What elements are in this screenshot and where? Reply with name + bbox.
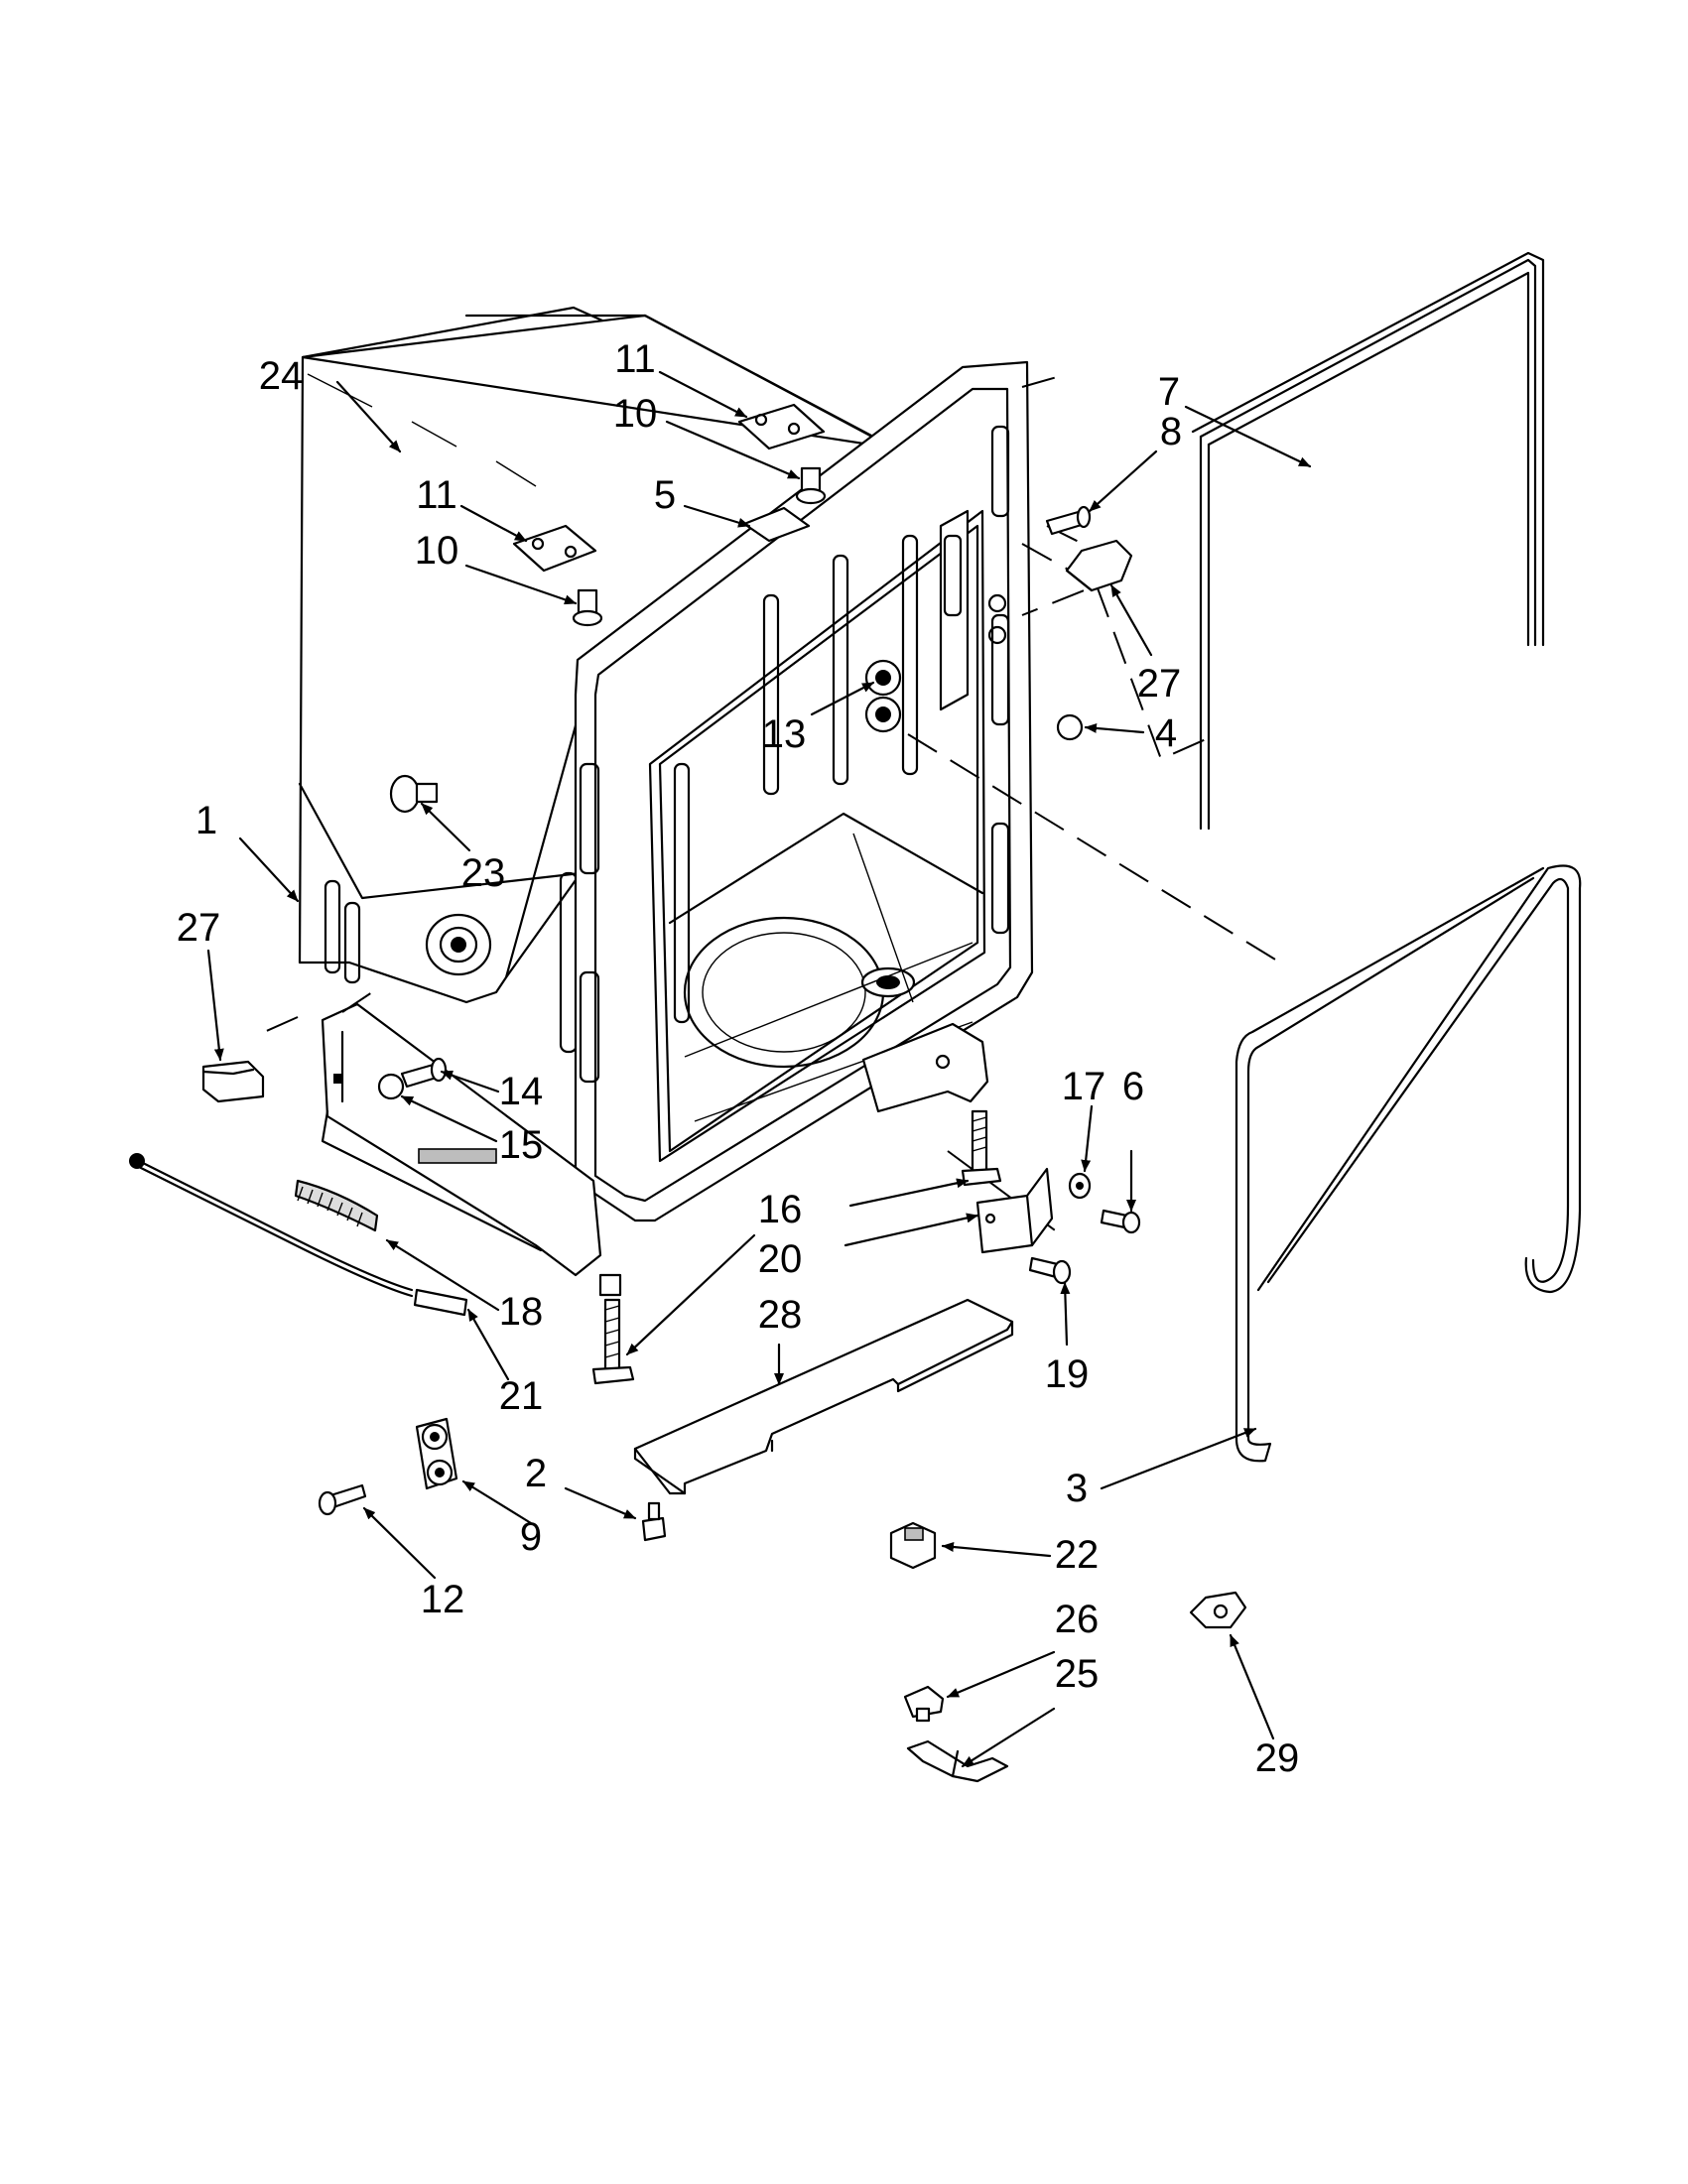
foot-2 bbox=[641, 1501, 667, 1542]
roller-set bbox=[864, 659, 902, 733]
mounting-bracket bbox=[975, 1167, 1054, 1254]
plug-4 bbox=[1056, 713, 1084, 741]
label-21: 21 bbox=[499, 1374, 544, 1418]
label-2: 2 bbox=[525, 1452, 547, 1495]
label-12: 12 bbox=[421, 1578, 465, 1621]
label-26: 26 bbox=[1055, 1598, 1100, 1641]
plug-23 bbox=[389, 774, 439, 814]
dishwasher-tub bbox=[298, 306, 1034, 1277]
label-1: 1 bbox=[195, 799, 217, 842]
hinge-bracket-upper bbox=[737, 403, 826, 450]
bumper-lower bbox=[201, 1060, 265, 1103]
label-27-lower: 27 bbox=[177, 906, 221, 950]
label-9: 9 bbox=[520, 1515, 542, 1559]
hinge-bracket-lower bbox=[512, 524, 597, 573]
label-5: 5 bbox=[654, 473, 676, 517]
screw-8 bbox=[1045, 505, 1092, 536]
bumper-upper bbox=[1065, 539, 1133, 592]
label-17: 17 bbox=[1062, 1065, 1106, 1108]
leader-lines bbox=[206, 370, 1312, 1768]
label-15: 15 bbox=[499, 1123, 544, 1167]
label-23: 23 bbox=[461, 851, 506, 895]
label-6: 6 bbox=[1122, 1065, 1144, 1108]
label-4: 4 bbox=[1155, 711, 1177, 755]
label-24: 24 bbox=[259, 354, 304, 398]
screw-6 bbox=[1100, 1209, 1141, 1234]
label-22: 22 bbox=[1055, 1533, 1100, 1577]
label-16-upper: 16 bbox=[758, 1188, 803, 1231]
tub-base-bracket bbox=[321, 1002, 602, 1277]
label-7: 7 bbox=[1158, 370, 1180, 414]
label-25: 25 bbox=[1055, 1652, 1100, 1696]
door-seal-upper bbox=[1191, 251, 1545, 831]
latch-29 bbox=[1189, 1591, 1247, 1629]
label-8: 8 bbox=[1160, 410, 1182, 453]
label-14: 14 bbox=[499, 1070, 544, 1113]
bracket-25 bbox=[906, 1739, 1009, 1783]
label-10-lower: 10 bbox=[415, 529, 459, 573]
label-20: 20 bbox=[758, 1237, 803, 1281]
roller-pair bbox=[415, 1417, 458, 1490]
label-29: 29 bbox=[1255, 1736, 1300, 1780]
callout-labels: 24 11 10 11 10 5 7 8 27 4 13 23 1 27 14 … bbox=[177, 337, 1300, 1780]
label-11-lower: 11 bbox=[416, 473, 457, 517]
stop-26 bbox=[903, 1685, 945, 1723]
screw-upper bbox=[795, 466, 827, 505]
label-27-upper: 27 bbox=[1137, 662, 1182, 706]
kick-plate bbox=[633, 1298, 1014, 1495]
leveling-leg-lower bbox=[591, 1273, 635, 1385]
washer-17 bbox=[1068, 1172, 1092, 1200]
bolt-12 bbox=[318, 1483, 367, 1516]
label-13: 13 bbox=[762, 712, 807, 756]
top-clip bbox=[742, 506, 811, 543]
screw-lower bbox=[572, 588, 603, 627]
leveling-leg-upper bbox=[961, 1109, 1002, 1187]
label-18: 18 bbox=[499, 1290, 544, 1334]
drain-hose bbox=[129, 1153, 414, 1298]
tub-gasket bbox=[1234, 864, 1582, 1463]
label-3: 3 bbox=[1066, 1467, 1088, 1510]
label-10-upper: 10 bbox=[613, 392, 658, 436]
screw-19 bbox=[1028, 1256, 1072, 1285]
clip-22 bbox=[889, 1521, 937, 1570]
sensor-21 bbox=[413, 1288, 468, 1317]
label-28: 28 bbox=[758, 1293, 803, 1337]
label-11-upper: 11 bbox=[614, 337, 656, 381]
label-19: 19 bbox=[1045, 1352, 1090, 1396]
